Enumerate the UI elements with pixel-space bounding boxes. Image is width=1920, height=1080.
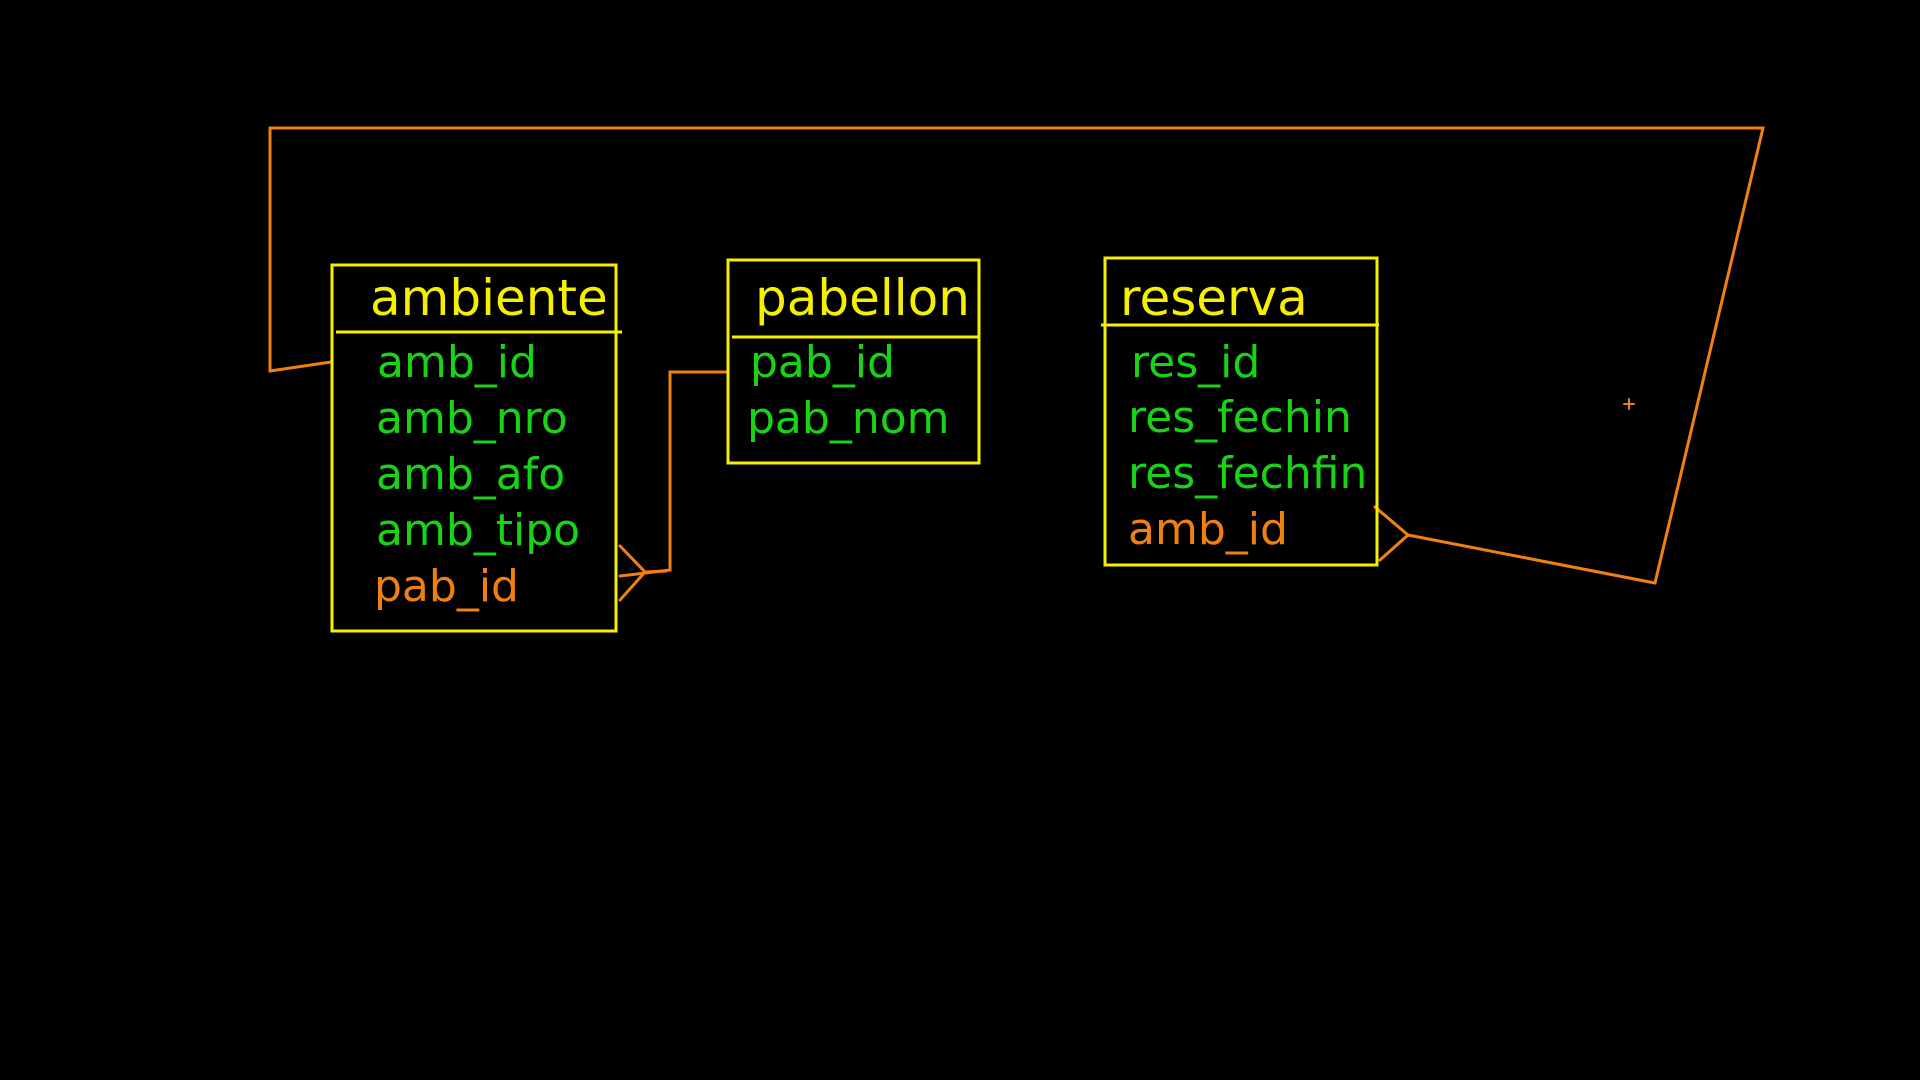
field-pab-nom: pab_nom [747, 393, 950, 444]
field-res-id: res_id [1131, 337, 1260, 388]
field-amb-nro: amb_nro [376, 393, 568, 444]
crow-foot-icon [1373, 505, 1411, 562]
plus-marker-icon [1623, 398, 1635, 410]
relationship-line-ambiente-pabellon [618, 370, 730, 578]
field-pab-id-foreign-key: pab_id [374, 561, 519, 612]
entity-pabellon[interactable]: pabellon pab_id pab_nom [726, 258, 981, 465]
relationship-ambiente-pabellon [618, 370, 730, 602]
field-res-fechfin: res_fechfin [1128, 448, 1367, 499]
field-amb-id-foreign-key: amb_id [1128, 504, 1288, 555]
relationship-line-reserva-ambiente [268, 126, 1765, 585]
field-res-fechin: res_fechin [1128, 392, 1352, 443]
field-amb-id: amb_id [377, 337, 537, 388]
entity-box [1103, 256, 1379, 567]
field-amb-tipo: amb_tipo [376, 505, 580, 556]
entity-ambiente[interactable]: ambiente amb_id amb_nro amb_afo amb_tipo… [330, 263, 622, 633]
relationship-stub [643, 569, 668, 574]
entity-reserva[interactable]: reserva res_id res_fechin res_fechfin am… [1101, 256, 1379, 567]
entity-title: pabellon [755, 269, 970, 327]
relationship-reserva-ambiente [268, 126, 1765, 585]
field-pab-id: pab_id [750, 337, 895, 388]
entity-title: reserva [1120, 269, 1308, 327]
entity-box [330, 263, 618, 633]
entity-box [726, 258, 981, 465]
field-amb-afo: amb_afo [376, 449, 565, 500]
entity-title: ambiente [370, 269, 608, 327]
